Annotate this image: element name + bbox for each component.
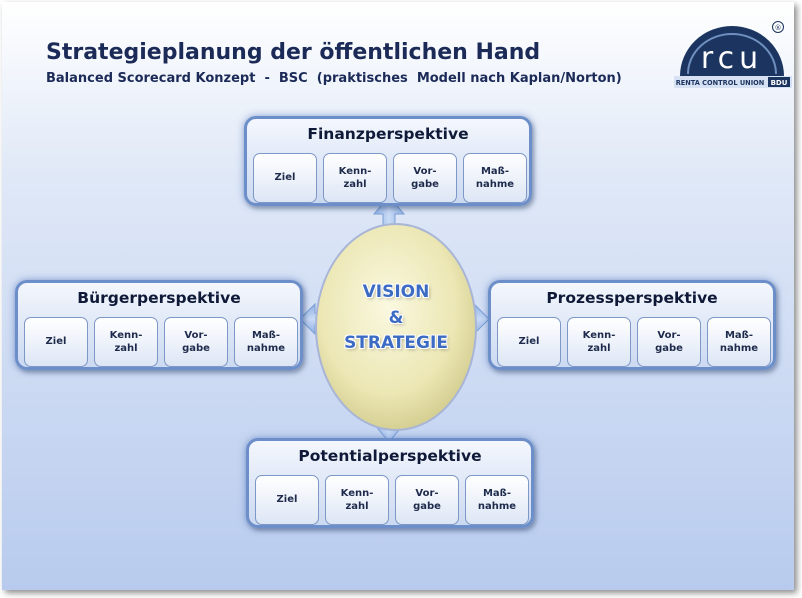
cell-kennzahl: Kenn- zahl	[567, 317, 631, 367]
center-strategie: STRATEGIE	[344, 333, 448, 353]
slide-background: Strategieplanung der öffentlichen Hand B…	[2, 2, 794, 590]
center-ampersand: &	[388, 307, 404, 328]
prozessperspektive-panel: Prozessperspektive Ziel Kenn- zahl Vor- …	[488, 280, 776, 370]
logo-tagline: RENTA CONTROL UNION	[676, 79, 765, 87]
cell-kennzahl: Kenn- zahl	[325, 475, 389, 525]
cell-kennzahl: Kenn- zahl	[94, 317, 158, 367]
page-subtitle: Balanced Scorecard Konzept - BSC (prakti…	[46, 71, 622, 86]
panel-title: Potentialperspektive	[298, 447, 482, 465]
cell-vorgabe: Vor- gabe	[637, 317, 701, 367]
rcu-logo: rcu ® RENTA CONTROL UNION BDU	[674, 16, 792, 96]
page-title: Strategieplanung der öffentlichen Hand	[46, 40, 541, 65]
potentialperspektive-panel: Potentialperspektive Ziel Kenn- zahl Vor…	[246, 438, 534, 528]
vision-strategy-ellipse: VISION & STRATEGIE	[312, 220, 480, 434]
center-vision: VISION	[362, 282, 430, 302]
buergerperspektive-panel: Bürgerperspektive Ziel Kenn- zahl Vor- g…	[15, 280, 303, 370]
cell-massnahme: Maß- nahme	[707, 317, 771, 367]
panel-title: Finanzperspektive	[307, 125, 469, 143]
panel-title: Prozessperspektive	[546, 289, 718, 307]
logo-letters: rcu	[701, 41, 763, 76]
cell-vorgabe: Vor- gabe	[393, 153, 457, 203]
cell-massnahme: Maß- nahme	[234, 317, 298, 367]
cell-kennzahl: Kenn- zahl	[323, 153, 387, 203]
cell-vorgabe: Vor- gabe	[164, 317, 228, 367]
cell-ziel: Ziel	[253, 153, 317, 203]
cell-ziel: Ziel	[255, 475, 319, 525]
finanzperspektive-panel: Finanzperspektive Ziel Kenn- zahl Vor- g…	[244, 116, 532, 206]
cell-vorgabe: Vor- gabe	[395, 475, 459, 525]
cell-massnahme: Maß- nahme	[465, 475, 529, 525]
panel-title: Bürgerperspektive	[77, 289, 241, 307]
cell-ziel: Ziel	[24, 317, 88, 367]
logo-registered-mark: ®	[775, 24, 782, 32]
cell-massnahme: Maß- nahme	[463, 153, 527, 203]
cell-ziel: Ziel	[497, 317, 561, 367]
logo-badge: BDU	[771, 79, 788, 87]
